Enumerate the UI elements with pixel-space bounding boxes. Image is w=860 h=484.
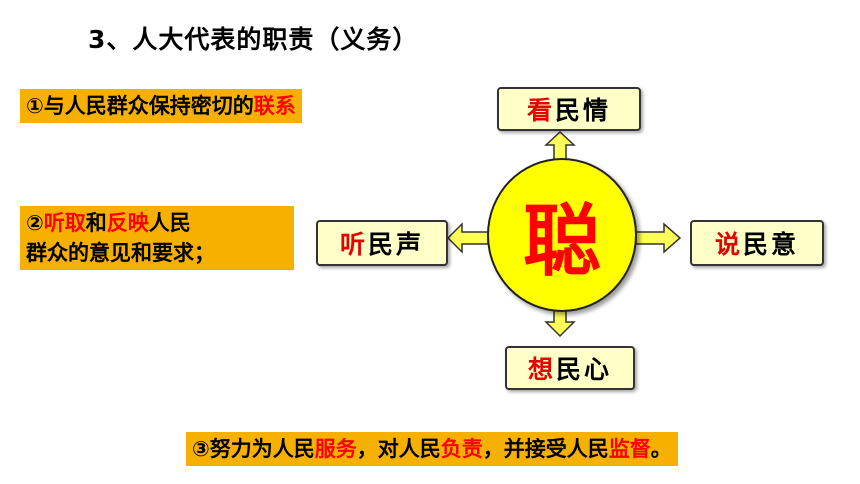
duty-3-text-2: ，对人民 xyxy=(356,437,441,461)
duty-1-text: ①与人民群众保持密切的 xyxy=(26,94,254,118)
arrow-right xyxy=(635,222,682,254)
page-title: 3、人大代表的职责（义务） xyxy=(88,25,419,54)
duty-2-text-people: 人民 xyxy=(148,211,191,235)
node-bottom: 想民心 xyxy=(505,346,635,390)
duty-2-text-and: 和 xyxy=(85,211,107,235)
duty-3-highlight: ③努力为人民服务，对人民负责，并接受人民监督。 xyxy=(186,432,678,466)
duty-1-keyword: 联系 xyxy=(253,94,296,118)
duty-3-text-3: ，并接受人民 xyxy=(482,437,609,461)
node-bottom-text: 民心 xyxy=(556,355,613,384)
node-left-keyword: 听 xyxy=(339,230,368,259)
node-left-text: 民声 xyxy=(368,230,425,259)
node-bottom-keyword: 想 xyxy=(527,355,556,384)
duty-3-keyword-serve: 服务 xyxy=(314,437,357,461)
node-top-keyword: 看 xyxy=(526,96,555,125)
duty-2-line-1: ②听取和反映人民 xyxy=(26,208,288,238)
node-right-text: 民意 xyxy=(743,230,800,259)
node-top-text: 民情 xyxy=(555,96,612,125)
duty-2-line-2: 群众的意见和要求； xyxy=(26,241,215,265)
duty-2-keyword-listen: 听取 xyxy=(43,211,86,235)
duty-2-keyword-reflect: 反映 xyxy=(106,211,149,235)
duty-2-number: ② xyxy=(26,211,44,235)
node-right: 说民意 xyxy=(690,220,824,266)
node-top: 看民情 xyxy=(497,87,641,131)
duty-1-highlight: ①与人民群众保持密切的联系 xyxy=(20,89,302,123)
duty-3-text-1: ③努力为人民 xyxy=(192,437,315,461)
duty-3-keyword-responsible: 负责 xyxy=(440,437,483,461)
duty-3-text-4: 。 xyxy=(650,437,672,461)
node-right-keyword: 说 xyxy=(714,230,743,259)
center-circle: 聪 xyxy=(487,158,637,312)
duty-2-highlight: ②听取和反映人民 群众的意见和要求； xyxy=(20,206,294,270)
node-left: 听民声 xyxy=(316,220,448,266)
duty-3-keyword-supervise: 监督 xyxy=(608,437,651,461)
arrow-left xyxy=(446,222,489,254)
